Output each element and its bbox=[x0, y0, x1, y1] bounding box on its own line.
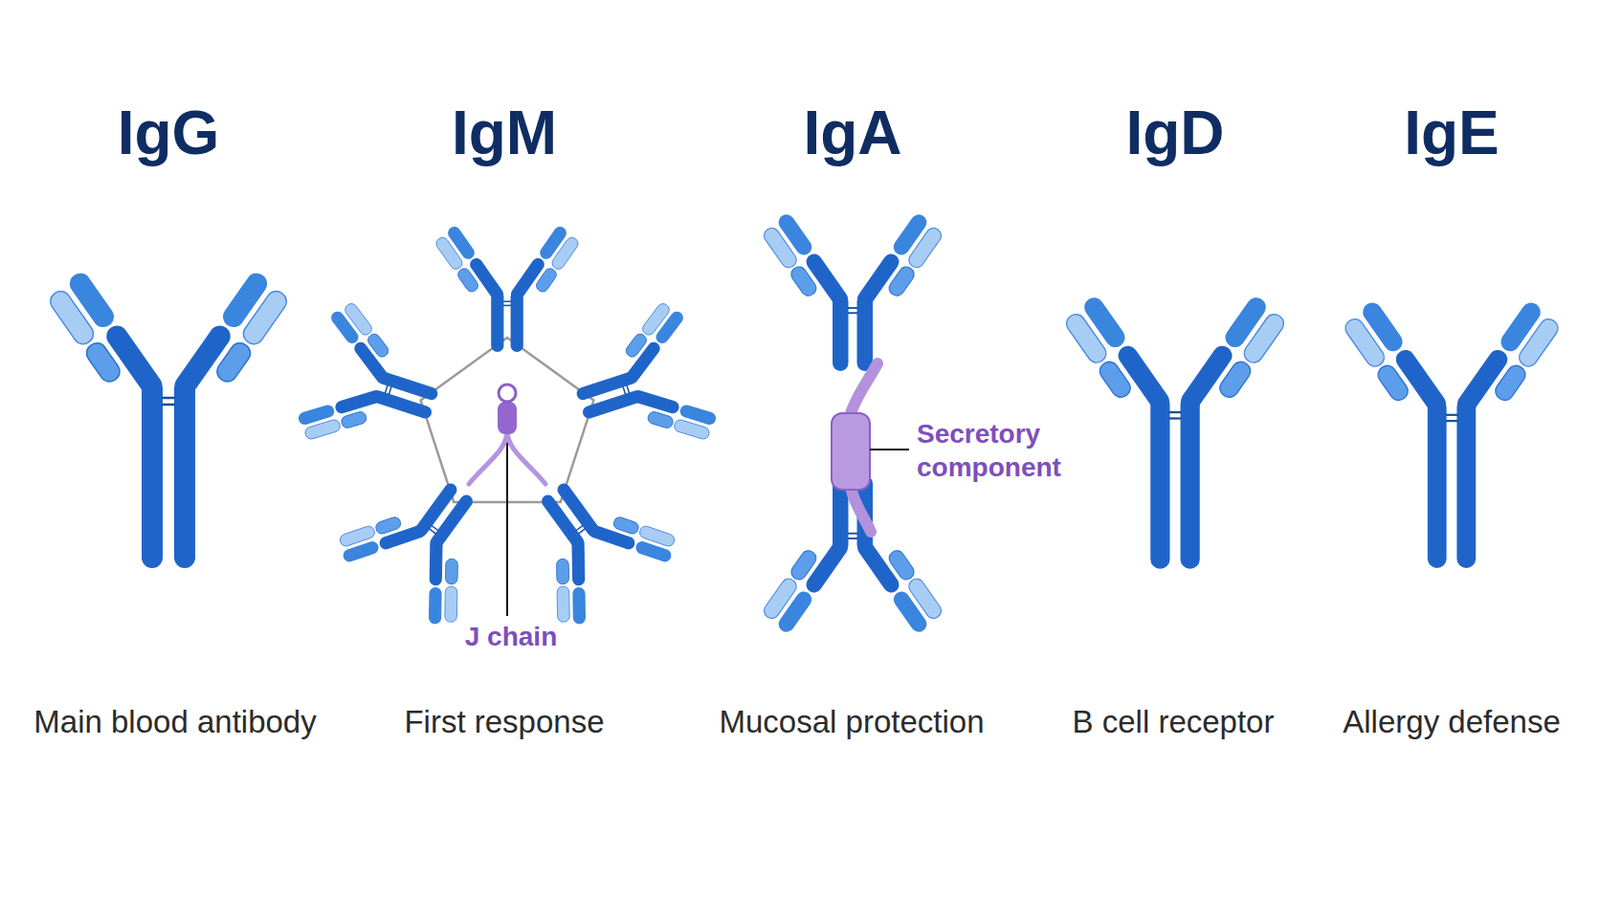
class-caption: First response bbox=[403, 704, 604, 741]
class-title: IgD bbox=[1125, 97, 1224, 169]
j-chain-body bbox=[497, 401, 517, 435]
igm-monomer bbox=[432, 223, 581, 353]
secretory-component-shape bbox=[831, 413, 870, 490]
leader-line bbox=[869, 448, 910, 451]
j-chain-branch bbox=[507, 432, 546, 485]
igm-monomer bbox=[327, 446, 523, 638]
igm-monomer bbox=[556, 294, 725, 476]
callout-label: J chain bbox=[465, 622, 557, 653]
class-caption: Main blood antibody bbox=[33, 704, 316, 741]
secretory-ribbon bbox=[850, 363, 878, 414]
igm-monomer bbox=[289, 294, 458, 476]
class-caption: B cell receptor bbox=[1072, 704, 1275, 741]
class-title: IgM bbox=[451, 97, 557, 169]
iga-monomer bbox=[759, 475, 946, 636]
class-caption: Allergy defense bbox=[1342, 704, 1560, 741]
igm-monomer bbox=[491, 446, 688, 638]
igd-antibody bbox=[1061, 293, 1289, 570]
class-title: IgG bbox=[117, 97, 221, 169]
j-chain-branch bbox=[468, 432, 508, 485]
ige-antibody bbox=[1339, 299, 1563, 569]
igg-antibody bbox=[44, 268, 292, 569]
class-title: IgA bbox=[802, 97, 902, 169]
callout-label: Secretory component bbox=[916, 417, 1061, 485]
j-chain-loop bbox=[498, 384, 516, 402]
iga-monomer bbox=[759, 211, 946, 372]
leader-line bbox=[506, 434, 509, 617]
class-title: IgE bbox=[1403, 97, 1500, 169]
secretory-ribbon bbox=[850, 488, 871, 533]
class-caption: Mucosal protection bbox=[719, 704, 985, 741]
